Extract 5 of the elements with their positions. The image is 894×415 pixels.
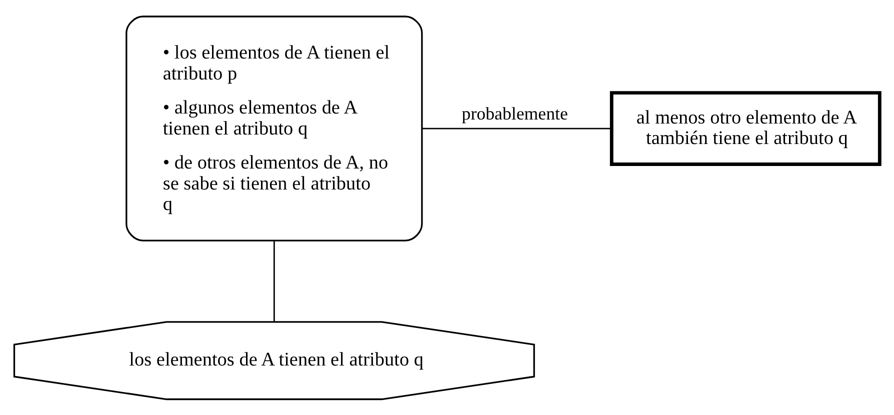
edge-label: probablemente [462,102,568,123]
connector [274,240,275,322]
connector [422,127,612,129]
node-box: al menos otro elemento de A también tiene el atributo q [610,90,882,166]
node-box: • los elementos de A tienen el atributo p • algunos elementos de A tienen el atributo q • de otros elementos de A, no se sabe si tienen el atributo q [126,15,423,241]
